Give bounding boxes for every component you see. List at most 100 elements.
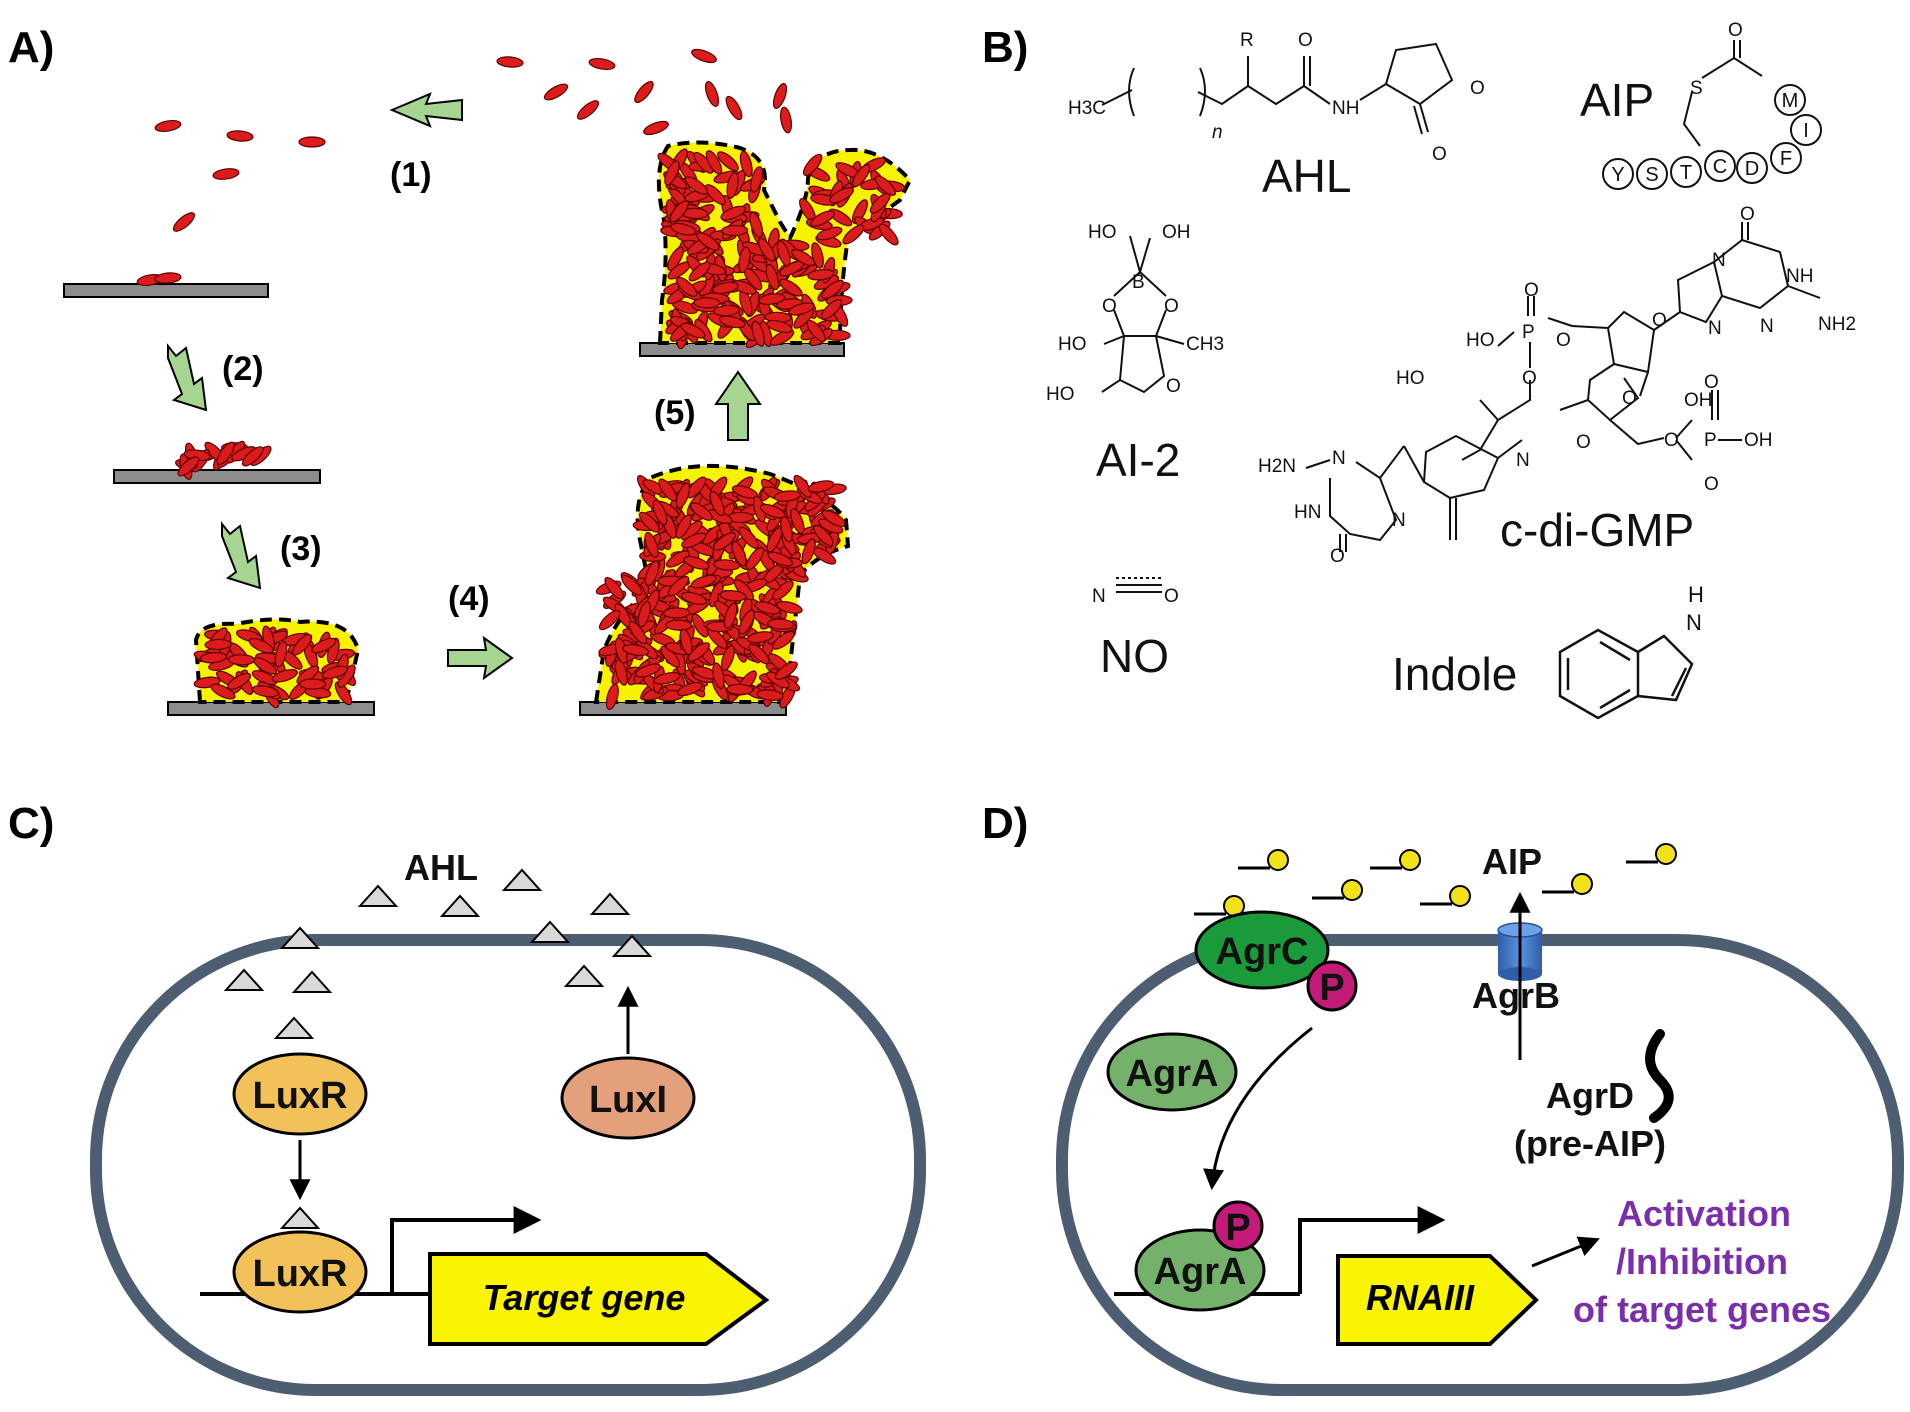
bacterium [776, 240, 791, 267]
panel-a: A) (1) (2) (3) (4) (5) [8, 23, 913, 716]
agrd-sublabel: (pre-AIP) [1514, 1123, 1666, 1164]
bacterium [779, 278, 803, 297]
bacterium [669, 200, 690, 223]
bacterium [621, 574, 643, 596]
bacterium [670, 222, 697, 236]
ahl-atom-n: n [1212, 122, 1223, 143]
bacterium [598, 609, 621, 631]
bacterium [791, 249, 816, 267]
arrow-step-1 [389, 92, 463, 128]
aip-residue-circle [1736, 152, 1768, 184]
aip-molecule [1267, 849, 1289, 871]
bacterium [746, 631, 774, 644]
ahl-molecule [501, 868, 543, 891]
surface-stage-2 [113, 469, 321, 484]
ai2-atom-b: B [1132, 272, 1145, 293]
bacterium [680, 591, 708, 605]
ai2-atom-ho1: HO [1088, 222, 1117, 243]
no-atom-n: N [1092, 586, 1106, 607]
cdigmp-atom-oh-p2: OH [1744, 430, 1773, 451]
indole-atom-n: N [1686, 610, 1702, 635]
bacterium [292, 633, 313, 656]
agrc [1194, 910, 1330, 990]
panel-b-label: B) [982, 23, 1028, 72]
cdigmp-atom-p2: P [1704, 430, 1717, 451]
bacterium [874, 175, 897, 196]
bacterium [772, 83, 788, 109]
ai2-structure [1101, 235, 1185, 394]
bacterium [738, 526, 759, 549]
panel-c-label: C) [8, 799, 54, 848]
bacterium [765, 263, 780, 291]
cdigmp-atom-nh2a: NH2 [1818, 314, 1856, 335]
bacterium [807, 268, 835, 281]
indole-atoms: H N [1686, 582, 1704, 635]
cdigmp-atom-oh-r2: OH [1684, 390, 1713, 411]
bacterium [666, 550, 690, 568]
aip-atoms: S O [1690, 20, 1743, 99]
bacterium [321, 665, 349, 680]
bacterium [683, 556, 710, 570]
bacterium [793, 474, 813, 498]
aip-molecule [1341, 879, 1363, 901]
no-structure: N O [1092, 577, 1179, 607]
bacterium [718, 315, 746, 329]
target-gene-box [428, 1252, 770, 1346]
bacterium [643, 120, 669, 136]
bacterium [665, 619, 693, 631]
ahl-signal-molecules [223, 868, 653, 1229]
ahl-molecule [563, 964, 605, 987]
ahl-name: AHL [1262, 150, 1351, 202]
target-gene-label: Target gene [483, 1277, 686, 1318]
agra-bound-label: AgrA [1154, 1251, 1247, 1293]
aip-signal-molecules [1194, 843, 1677, 917]
agrd-label: AgrD [1546, 1075, 1634, 1116]
cdigmp-atom-o-p2a: O [1704, 372, 1719, 393]
cdigmp-atom-ho-p1: HO [1466, 330, 1495, 351]
bacterium [756, 689, 784, 701]
bacterium [790, 508, 805, 534]
bacterium [806, 319, 826, 343]
effect-arrow [1531, 1236, 1600, 1268]
bacterium [690, 574, 717, 589]
bacterium [807, 480, 835, 493]
bacterial-cell-d [1056, 934, 1904, 1396]
bacterium [725, 95, 743, 121]
bacterium [720, 645, 735, 672]
luxr-free-label: LuxR [253, 1075, 348, 1117]
arrow-step-3 [221, 521, 262, 590]
cdigmp-atom-hn: HN [1294, 502, 1321, 523]
arrow-step-4 [447, 635, 514, 681]
aip-residue-label: I [1803, 120, 1809, 142]
bacterium [298, 678, 327, 690]
bacterium [704, 184, 726, 206]
cdigmp-atom-o-p1: O [1524, 280, 1539, 301]
bacterium [227, 654, 256, 666]
aip-residue-circle [1790, 114, 1822, 146]
step-2-label: (2) [222, 350, 264, 388]
cdigmp-atoms: O N NH NH2 N N O HO P O O O O HO OH O P … [1258, 204, 1856, 567]
bacterium [216, 441, 235, 465]
ahl-atom-o1: O [1298, 30, 1313, 51]
bacterium [726, 172, 739, 199]
agrb-label: AgrB [1472, 975, 1560, 1016]
ahl-atom-h3c: H3C [1068, 98, 1106, 119]
bacterium [820, 299, 843, 320]
bacterium [779, 106, 793, 134]
cdigmp-atom-n5: N [1516, 450, 1530, 471]
bacterium [635, 663, 661, 678]
cell-cluster-stage-4 [595, 474, 847, 710]
promoter-arrow-d [1298, 1206, 1446, 1294]
cdigmp-atom-ho-r1: HO [1396, 368, 1425, 389]
bacterium [829, 187, 854, 204]
bacterium [691, 48, 717, 64]
bacterium [696, 232, 720, 251]
cdigmp-atom-o-p1c: O [1622, 388, 1637, 409]
bacterium [713, 532, 736, 551]
bacterium [637, 600, 651, 628]
bacterium [723, 602, 738, 629]
ahl-atom-nh: NH [1332, 98, 1359, 119]
ahl-atom-r: R [1240, 30, 1254, 51]
aip-residue-label: Y [1611, 164, 1624, 186]
